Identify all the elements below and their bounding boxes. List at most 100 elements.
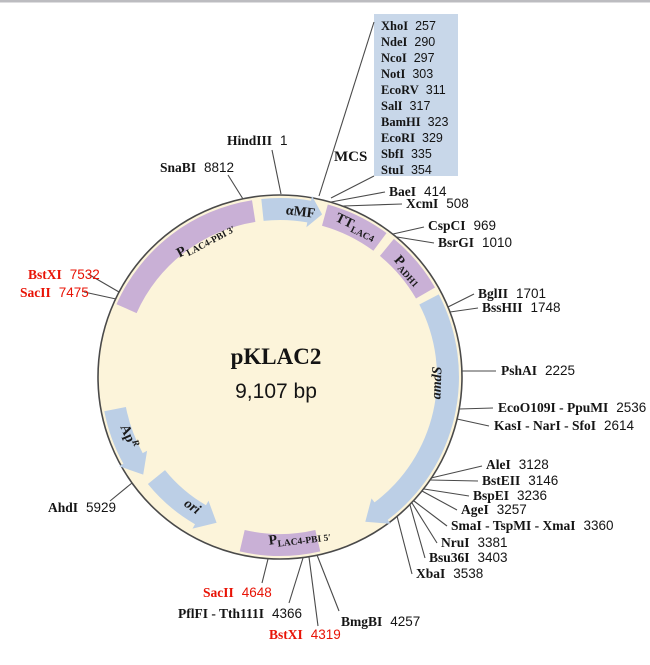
site-pshai: PshAI 2225 — [462, 363, 575, 378]
site-pos: 4257 — [390, 614, 420, 629]
mcs-label: MCS — [334, 149, 367, 165]
site-pos: 4366 — [272, 606, 302, 621]
tick-line — [456, 418, 490, 427]
site-pos: 2225 — [545, 363, 575, 378]
window-top-edge — [0, 0, 650, 3]
tick-line — [261, 558, 269, 584]
feature-label-alpha-mf: αMF — [285, 203, 316, 221]
site-name: XcmI — [406, 196, 438, 211]
mcs-row: StuI 354 — [381, 163, 432, 177]
site-pos: 3538 — [453, 566, 483, 581]
site-name: KasI - NarI - SfoI — [494, 418, 596, 433]
site-label: BstEII 3146 — [482, 473, 558, 488]
site-pos: 7475 — [59, 285, 89, 300]
site-label: PshAI 2225 — [501, 363, 575, 378]
feature-main: P — [268, 533, 279, 549]
site-pos: 297 — [414, 51, 435, 65]
site-name: BstEII — [482, 473, 520, 488]
site-name: AhdI — [48, 500, 78, 515]
site-name: BsrGI — [438, 235, 474, 250]
mcs-row: SalI 317 — [381, 99, 430, 113]
site-name: SmaI - TspMI - XmaI — [451, 518, 576, 533]
site-pos: 3236 — [517, 488, 547, 503]
site-name: EcoO109I - PpuMI — [498, 400, 608, 415]
site-name: XbaI — [416, 566, 445, 581]
site-name: SalI — [381, 99, 403, 113]
site-label: EcoO109I - PpuMI 2536 — [498, 400, 646, 415]
site-name: BssHII — [482, 300, 523, 315]
mcs-row: EcoRI 329 — [381, 131, 443, 145]
site-name: NotI — [381, 67, 405, 81]
site-name: EcoRI — [381, 131, 415, 145]
tick-line — [316, 554, 340, 612]
tick-line — [227, 174, 244, 200]
segment-p-lac4-pbi-3 — [116, 200, 256, 314]
site-pos: 3360 — [584, 518, 614, 533]
segment-ori-arrow — [147, 470, 217, 529]
site-name: NcoI — [381, 51, 407, 65]
site-name: BstXI — [269, 627, 303, 642]
site-pos: 329 — [422, 131, 443, 145]
tick-line — [413, 500, 448, 527]
site-label: BspEI 3236 — [473, 488, 547, 503]
plasmid-title: pKLAC2 — [231, 344, 322, 369]
site-pos: 1 — [280, 133, 288, 148]
site-ecoo109i-ppumi: EcoO109I - PpuMI 2536 — [458, 400, 646, 415]
site-pos: 290 — [414, 35, 435, 49]
site-pos: 8812 — [204, 160, 234, 175]
site-pos: 1010 — [482, 235, 512, 250]
site-pos: 323 — [428, 115, 449, 129]
site-pos: 257 — [415, 19, 436, 33]
segment-apr-arrow — [104, 407, 148, 475]
tick-line — [288, 557, 304, 604]
segment-p-lac4-pbi-5 — [239, 530, 321, 556]
site-pos: 7532 — [70, 267, 100, 282]
site-pos: 2536 — [616, 400, 646, 415]
segment-p-adh1 — [379, 238, 435, 299]
site-label: XbaI 3538 — [416, 566, 483, 581]
site-name: BspEI — [473, 488, 509, 503]
site-label: BsrGI 1010 — [438, 235, 512, 250]
site-pos: 3381 — [478, 535, 508, 550]
plasmid-size: 9,107 bp — [235, 380, 317, 403]
site-pos: 354 — [411, 163, 432, 177]
site-pos: 414 — [424, 184, 447, 199]
site-pos: 3146 — [528, 473, 558, 488]
tick-line — [342, 203, 403, 207]
tick-line — [421, 490, 458, 511]
site-name: StuI — [381, 163, 404, 177]
site-name: NdeI — [381, 35, 408, 49]
site-pos: 311 — [426, 83, 446, 97]
site-pos: 3403 — [478, 550, 508, 565]
site-pos: 317 — [410, 99, 431, 113]
site-name: AgeI — [461, 502, 489, 517]
site-name: PshAI — [501, 363, 537, 378]
tick-line — [83, 291, 117, 300]
tick-line — [330, 191, 386, 203]
